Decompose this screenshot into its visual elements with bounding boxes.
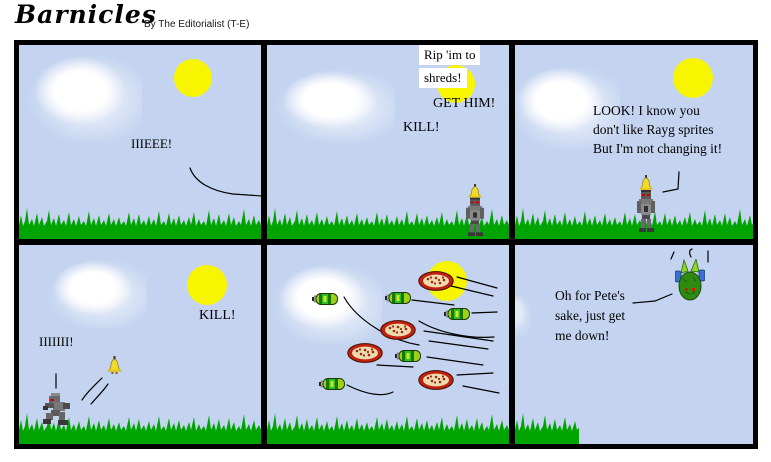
sun-icon [673, 58, 713, 98]
panel-2: Rip 'im to shreds! GET HIM! KILL! [267, 45, 509, 239]
green-monster-sprite [675, 259, 705, 301]
speech-line: me down! [555, 328, 610, 343]
capsule-projectile-sprite [312, 293, 338, 305]
panel-1: IIIEEE! [19, 45, 261, 239]
comic-byline: By The Editorialist (T-E) [144, 19, 250, 30]
motion-trails [55, 373, 109, 405]
shout-text: Rip 'im to [419, 45, 481, 65]
gray-robot-sprite [635, 175, 657, 233]
cloud-shape [515, 59, 620, 149]
gray-robot-sprite [43, 393, 70, 425]
shout-text: KILL! [403, 120, 440, 135]
pizza-projectile-sprite [347, 343, 383, 363]
cloud-shape [275, 63, 395, 143]
grass-strip [515, 208, 753, 239]
panel-6: Oh for Pete's sake, just get me down! [515, 245, 753, 444]
gray-robot-sprite [464, 184, 486, 237]
speech-line: sake, just get [555, 308, 626, 323]
shout-text: GET HIM! [433, 96, 496, 111]
speech-text: Oh for Pete's sake, just get me down! [555, 286, 625, 346]
cloud-shape [27, 47, 142, 142]
panel-5 [267, 245, 509, 444]
motion-trails [343, 276, 500, 396]
comic-title: Barnicles [15, 0, 157, 29]
panel-3: LOOK! I know you don't like Rayg sprites… [515, 45, 753, 239]
sun-icon [187, 265, 227, 305]
comic-grid: IIIEEE! Rip 'im to shreds! GET HIM! KILL… [14, 40, 758, 449]
pizza-projectile-sprite [418, 370, 454, 390]
pizza-projectile-sprite [418, 271, 454, 291]
speech-tail [632, 248, 709, 304]
grass-strip [19, 208, 261, 239]
capsule-projectile-sprite [385, 292, 411, 304]
speech-line: But I'm not changing it! [593, 141, 723, 156]
shout-text: shreds! [419, 68, 467, 88]
cloud-shape [515, 290, 531, 338]
speech-line: LOOK! I know you [593, 103, 700, 118]
cloud-shape [47, 253, 147, 329]
rayg-bird-sprite [107, 356, 122, 375]
speech-line: Oh for Pete's [555, 288, 625, 303]
scream-text: IIIEEE! [131, 136, 173, 151]
capsule-projectile-sprite [444, 308, 470, 320]
speech-line: don't like Rayg sprites [593, 122, 714, 137]
capsule-projectile-sprite [395, 350, 421, 362]
scream-text: IIIIIII! [39, 334, 74, 349]
shout-text: KILL! [199, 308, 236, 323]
capsule-projectile-sprite [319, 378, 345, 390]
speech-tail [662, 171, 680, 193]
sun-icon [174, 59, 212, 97]
pizza-projectile-sprite [380, 320, 416, 340]
motion-trail [189, 167, 261, 197]
grass-strip [515, 413, 579, 444]
grass-strip [267, 413, 509, 444]
speech-text: LOOK! I know you don't like Rayg sprites… [593, 101, 722, 158]
panel-4: KILL! IIIIIII! [19, 245, 261, 444]
